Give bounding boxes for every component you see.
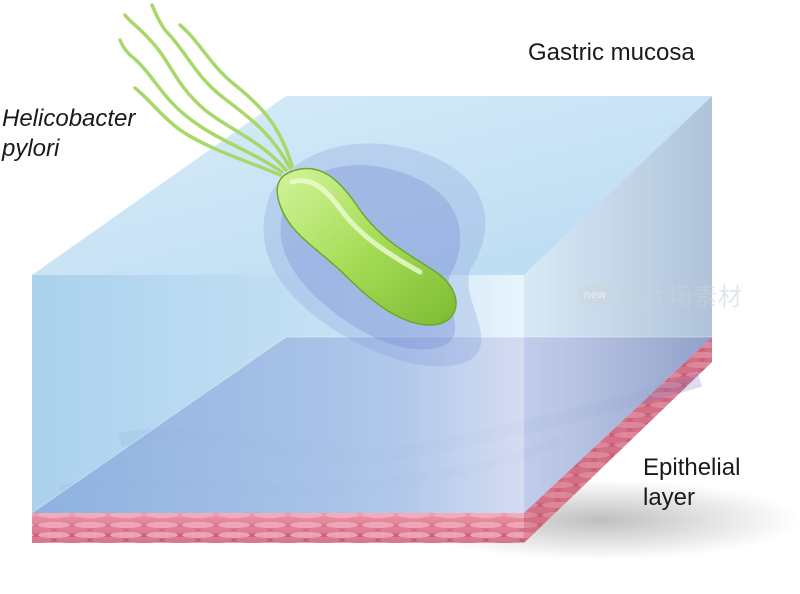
helicobacter-pylori-label: Helicobacter pylori xyxy=(2,104,135,164)
helicobacter-pylori-label-text: Helicobacter pylori xyxy=(2,105,136,162)
epithelial-layer-label-text: Epithelial layer xyxy=(643,454,741,511)
tissue-cells xyxy=(32,513,524,543)
watermark: new 新片场素材 xyxy=(578,277,743,312)
watermark-logo: new xyxy=(578,283,612,306)
watermark-text: 新片场素材 xyxy=(618,283,743,311)
mucus-front-face xyxy=(32,275,524,513)
mucus-side-face xyxy=(524,96,712,513)
epithelial-layer-label: Epithelial layer xyxy=(643,453,740,513)
flagella xyxy=(118,3,294,177)
mucus-top-face xyxy=(32,96,712,275)
gastric-mucosa-label: Gastric mucosa xyxy=(528,39,695,66)
bacterium xyxy=(276,167,457,326)
tissue-side-cells xyxy=(524,337,712,543)
mucus-inner-edge xyxy=(31,336,712,514)
